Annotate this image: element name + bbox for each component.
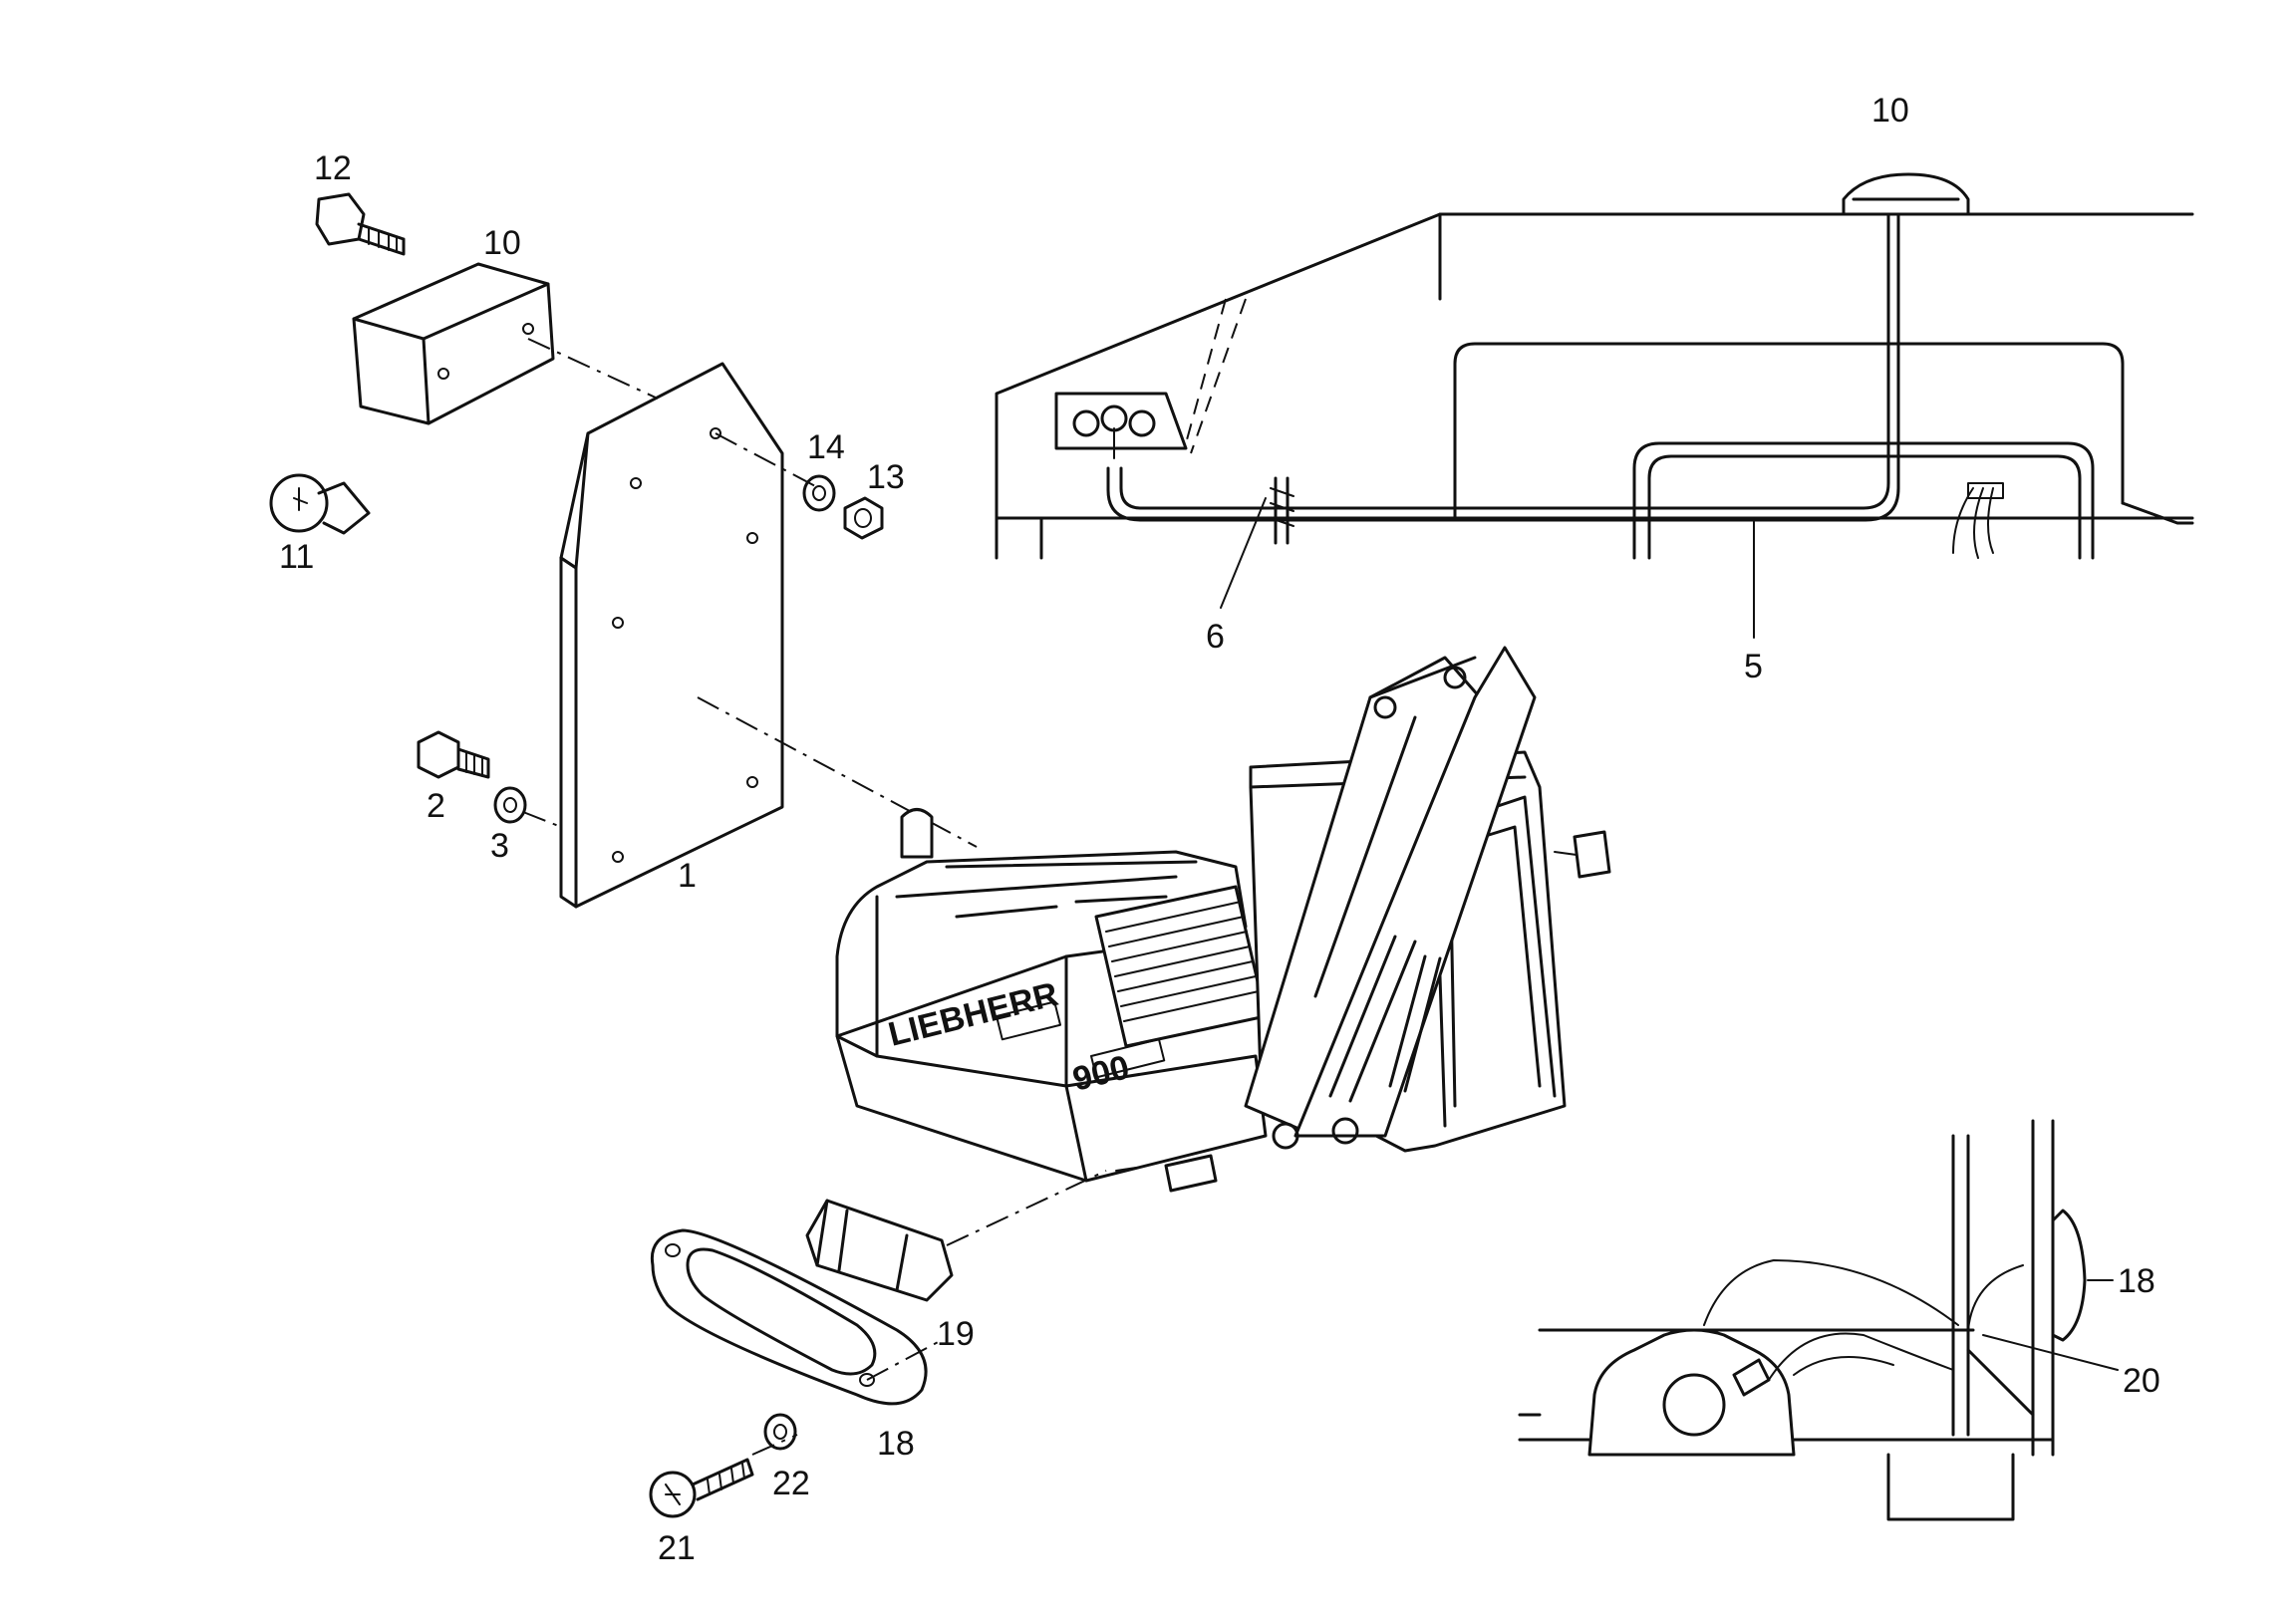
callout-10-roof: 10 — [1871, 92, 1909, 130]
callout-12: 12 — [314, 149, 352, 187]
rear-plate-assembly — [269, 192, 978, 909]
callout-21: 21 — [658, 1529, 696, 1567]
callout-18-lens: 18 — [877, 1425, 915, 1463]
callout-19: 19 — [937, 1315, 975, 1353]
callout-10-lamp: 10 — [483, 224, 521, 262]
callout-1: 1 — [678, 857, 697, 895]
callout-6: 6 — [1206, 618, 1225, 656]
side-lamp-detail — [1518, 1119, 2087, 1521]
callout-14: 14 — [807, 428, 845, 466]
callout-20: 20 — [2123, 1362, 2160, 1400]
callout-22: 22 — [772, 1465, 810, 1502]
callout-2: 2 — [427, 787, 445, 825]
side-lamp-assembly — [649, 1170, 1107, 1518]
callout-13: 13 — [867, 458, 905, 496]
machine-illustration: LIEBHERR 900 — [835, 646, 1611, 1193]
callout-18-detail: 18 — [2118, 1262, 2155, 1300]
callout-3: 3 — [490, 827, 509, 865]
callouts: 12 10 11 14 13 2 3 1 10 6 5 19 18 22 21 … — [279, 92, 2160, 1567]
roof-wiring-detail — [995, 172, 2194, 560]
leader-lines — [1220, 497, 2119, 1371]
callout-5: 5 — [1744, 648, 1763, 685]
callout-11: 11 — [279, 538, 314, 576]
